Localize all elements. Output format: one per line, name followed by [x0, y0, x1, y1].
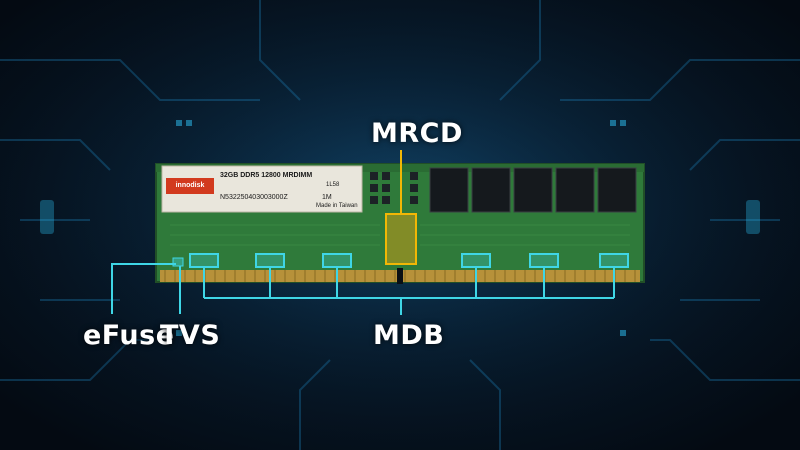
tvs-component	[173, 258, 183, 266]
module-serial-text: N532250403003000Z	[220, 194, 288, 201]
label-mrcd: MRCD	[371, 118, 463, 149]
module-origin-text: Made in Taiwan	[316, 203, 358, 209]
label-mdb: MDB	[373, 320, 444, 351]
brand-logo: innodisk	[166, 178, 214, 194]
mrcd-chip-highlight	[386, 214, 416, 264]
module-rank-text: 1M	[322, 194, 332, 201]
label-tvs: TVS	[160, 320, 220, 351]
module-code-text: 1L58	[326, 182, 339, 188]
dram-chips	[430, 168, 636, 212]
module-model-text: 32GB DDR5 12800 MRDIMM	[220, 172, 312, 179]
